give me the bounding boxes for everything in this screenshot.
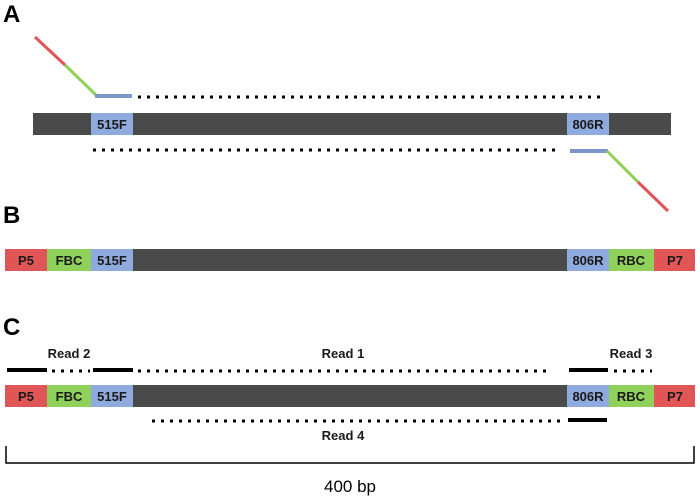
reverse-primer-adapter-tail bbox=[636, 180, 670, 213]
primer-515f-c-label: 515F bbox=[97, 389, 127, 404]
read-3-label: Read 3 bbox=[610, 346, 653, 361]
primer-site-515f bbox=[91, 113, 133, 135]
scale-label: 400 bp bbox=[324, 477, 376, 496]
adapter-p7-c bbox=[654, 385, 695, 407]
adapter-p5-c bbox=[5, 385, 47, 407]
barcode-fbc-c-label: FBC bbox=[56, 389, 83, 404]
primer-515f-c bbox=[91, 385, 133, 407]
primer-site-806r bbox=[567, 113, 609, 135]
read-4-label: Read 4 bbox=[322, 428, 365, 443]
reverse-primer-barcode-tail bbox=[605, 149, 640, 184]
adapter-p5-b-label: P5 bbox=[18, 253, 34, 268]
primer-site-806r-label: 806R bbox=[572, 117, 604, 132]
barcode-fbc-b bbox=[47, 249, 91, 271]
barcode-rbc-b-label: RBC bbox=[617, 253, 646, 268]
primer-806r-b-label: 806R bbox=[572, 253, 604, 268]
barcode-fbc-b-label: FBC bbox=[56, 253, 83, 268]
panel-c: C Read 2 Read 1 Read 3 P5 FBC 515F 806R … bbox=[3, 314, 695, 496]
primer-515f-b-label: 515F bbox=[97, 253, 127, 268]
read-2-label: Read 2 bbox=[48, 346, 91, 361]
primer-806r-b bbox=[567, 249, 609, 271]
adapter-p5-b bbox=[5, 249, 47, 271]
amplicon-b bbox=[5, 249, 695, 271]
adapter-p7-b bbox=[654, 249, 695, 271]
template-dna bbox=[33, 113, 671, 135]
barcode-rbc-c-label: RBC bbox=[617, 389, 646, 404]
panel-b-letter: B bbox=[3, 202, 20, 229]
barcode-rbc-b bbox=[609, 249, 654, 271]
adapter-p5-c-label: P5 bbox=[18, 389, 34, 404]
forward-primer-barcode-tail bbox=[63, 63, 98, 97]
barcode-fbc-c bbox=[47, 385, 91, 407]
primer-515f-b bbox=[91, 249, 133, 271]
adapter-p7-c-label: P7 bbox=[667, 389, 683, 404]
forward-primer-adapter-tail bbox=[33, 35, 67, 67]
adapter-p7-b-label: P7 bbox=[667, 253, 683, 268]
amplicon-c bbox=[5, 385, 695, 407]
barcode-rbc-c bbox=[609, 385, 654, 407]
panel-a: A 515F 806R bbox=[3, 1, 671, 213]
scale-bracket bbox=[5, 446, 695, 464]
primer-806r-c bbox=[567, 385, 609, 407]
panel-c-letter: C bbox=[3, 314, 20, 341]
panel-a-letter: A bbox=[3, 1, 20, 28]
panel-b: B P5 FBC 515F 806R RBC P7 bbox=[3, 202, 695, 271]
primer-806r-c-label: 806R bbox=[572, 389, 604, 404]
primer-site-515f-label: 515F bbox=[97, 117, 127, 132]
read-1-label: Read 1 bbox=[322, 346, 365, 361]
